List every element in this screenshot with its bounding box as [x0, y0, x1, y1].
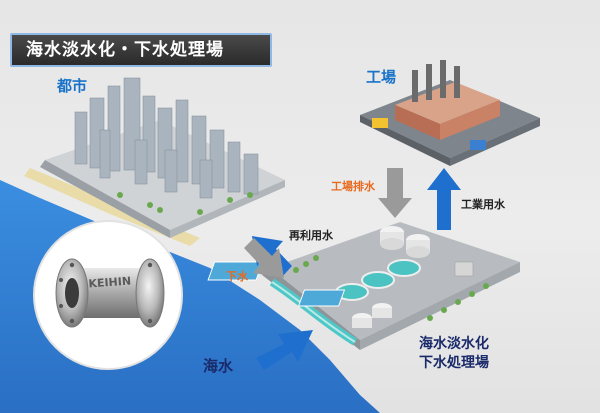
- diagram-title: 海水淡水化・下水処理場: [10, 33, 272, 67]
- label-sewage: 下水: [226, 270, 248, 283]
- label-industrial-water: 工業用水: [461, 198, 505, 211]
- label-seawater: 海水: [203, 357, 234, 375]
- city-buildings: [74, 77, 259, 199]
- plant-trees: [293, 255, 489, 321]
- product-logo-text: KEIHIN: [88, 275, 131, 291]
- arrow-seawater: [256, 330, 313, 370]
- label-factory: 工場: [366, 68, 397, 86]
- label-plant-line1: 海水淡水化: [419, 336, 489, 352]
- plant-ground: [270, 222, 520, 340]
- arrow-sewage: [244, 238, 284, 278]
- label-factory-wastewater: 工場排水: [331, 180, 375, 193]
- label-plant-line2: 下水処理場: [419, 355, 489, 371]
- label-city: 都市: [57, 77, 88, 95]
- factory-building: [372, 60, 500, 150]
- arrow-factory-wastewater: [378, 168, 412, 218]
- label-reuse-water: 再利用水: [289, 229, 333, 242]
- product-photo: KEIHIN: [33, 220, 183, 370]
- arrow-industrial-water: [427, 168, 461, 230]
- city-trees: [117, 192, 253, 215]
